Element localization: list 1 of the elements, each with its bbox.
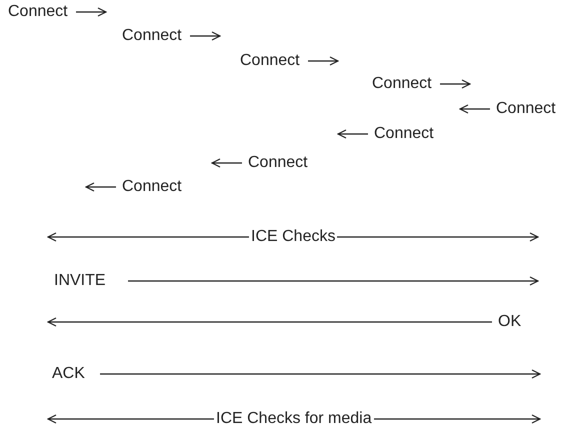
- message-label: ICE Checks for media: [214, 410, 374, 425]
